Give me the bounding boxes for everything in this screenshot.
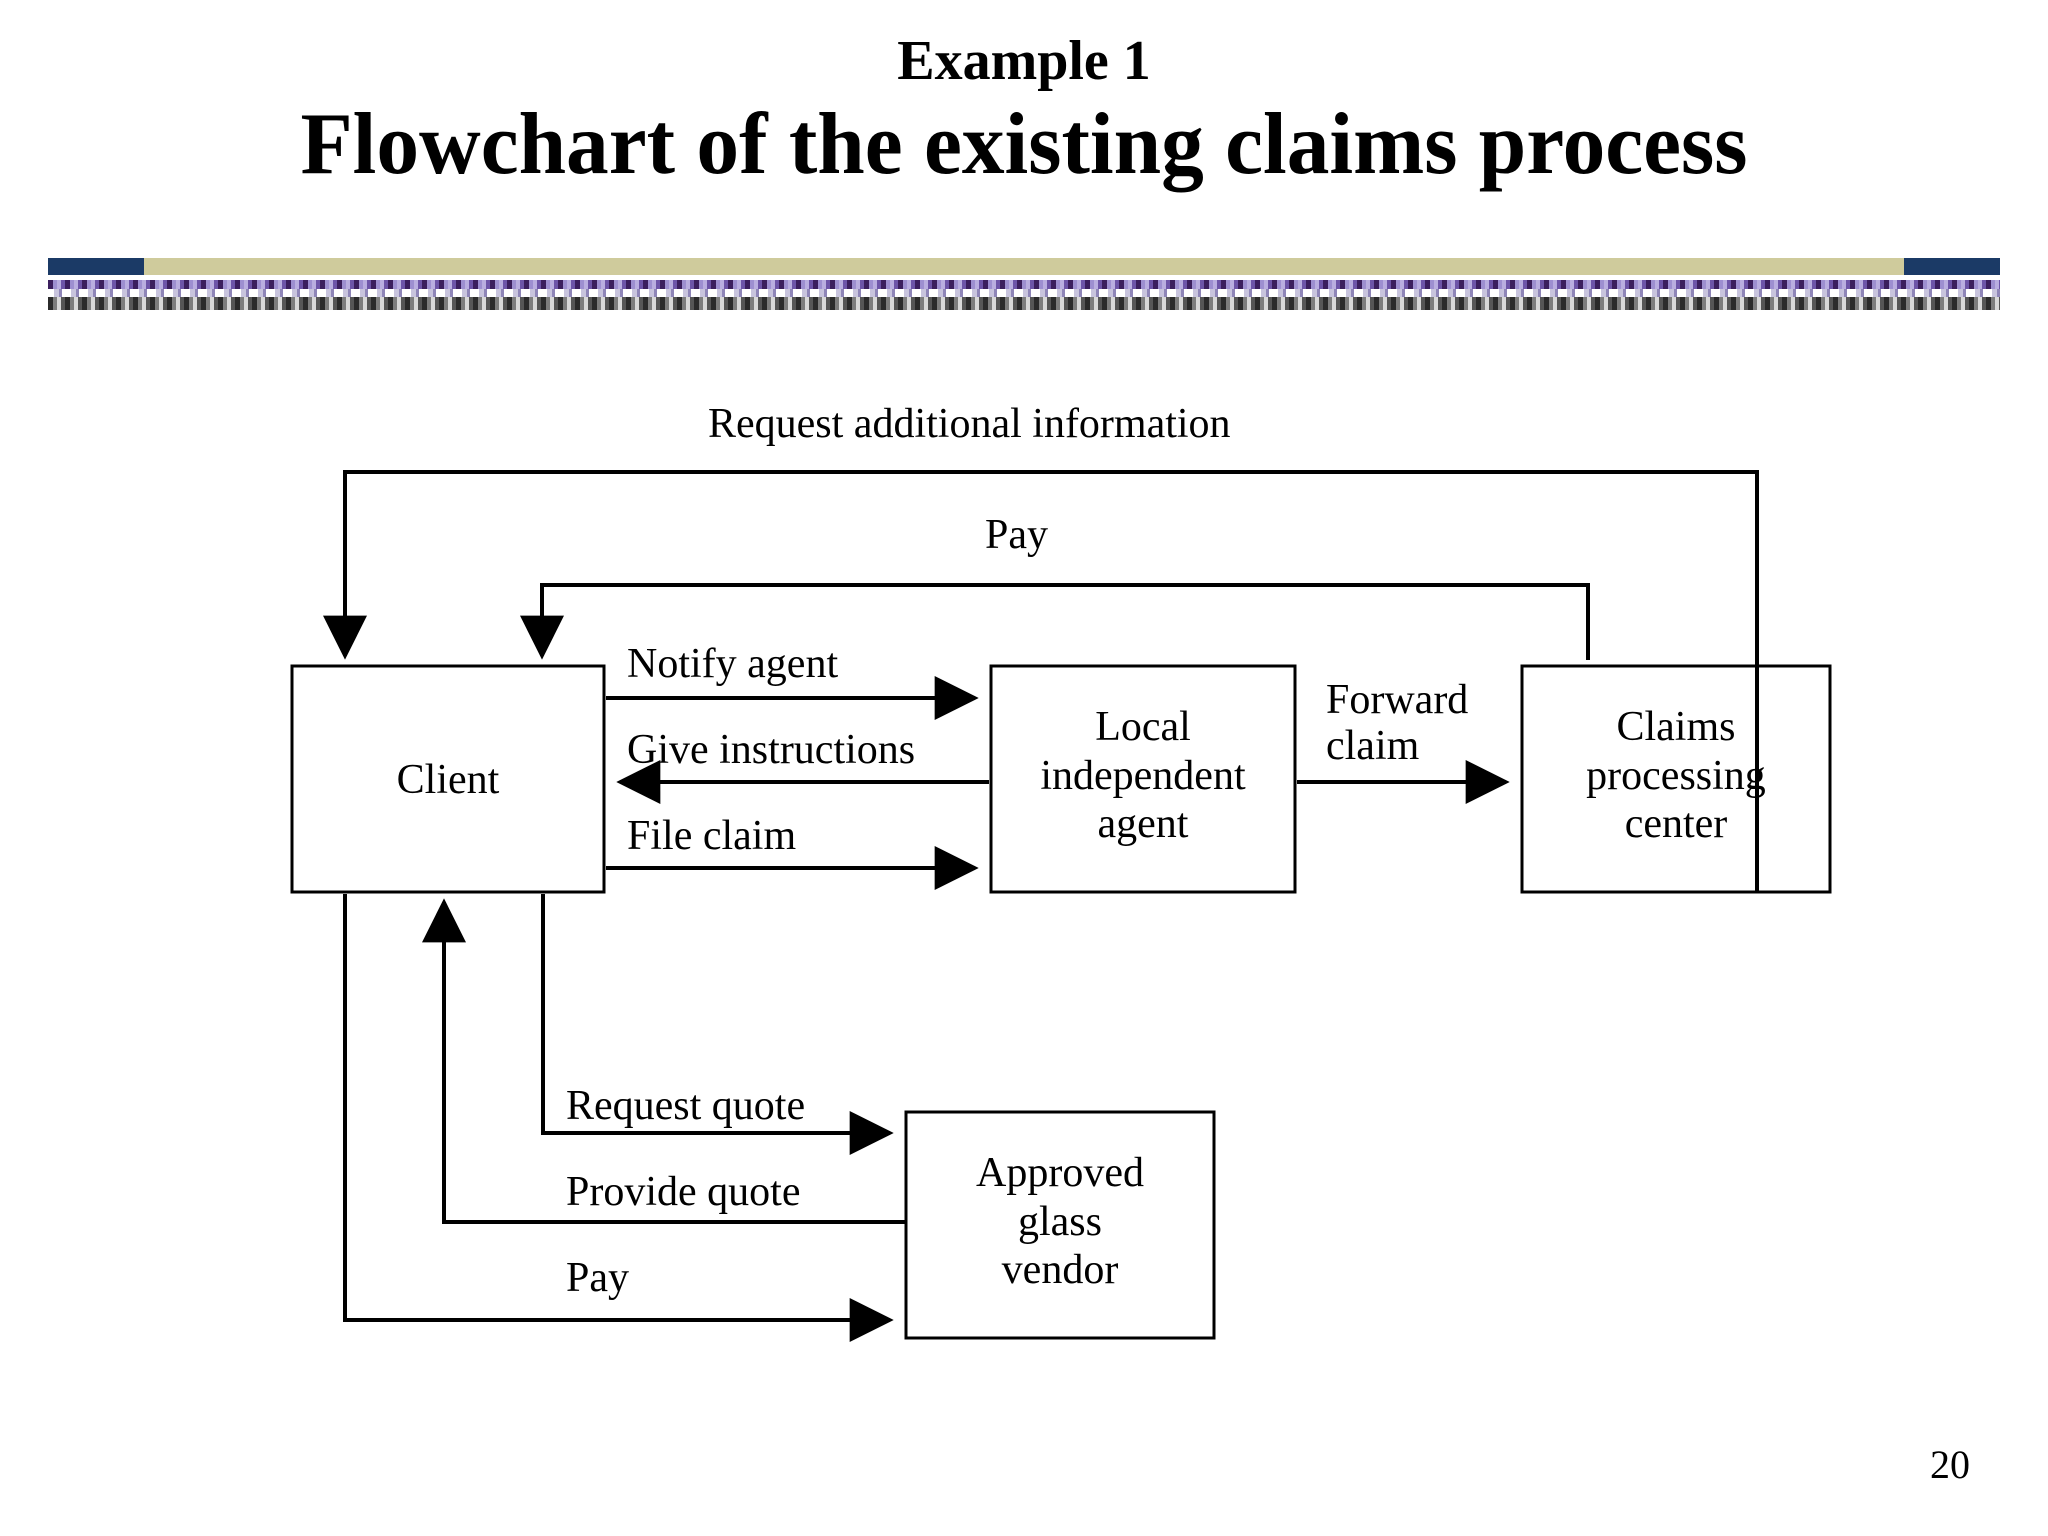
slide-main-title: Flowchart of the existing claims process [300,95,1748,193]
edge-label-file-claim: File claim [627,813,797,859]
divider-light-stripes [48,289,2000,297]
slide-title-block: Example 1 Flowchart of the existing clai… [0,0,2048,191]
divider-navy-cap-left [48,258,144,275]
divider-gray-stripes [48,297,2000,310]
edge-label-request-quote: Request quote [566,1083,806,1129]
edge-label-forward-claim-line2: claim [1326,723,1420,769]
edge-request-quote [541,894,894,1155]
edge-label-pay-bottom: Pay [566,1255,629,1301]
node-box-claims-processing-center[interactable] [1520,664,1832,894]
edge-pay-bottom [343,894,894,1342]
node-approved-glass-vendor[interactable] [906,1112,1214,1338]
node-box-approved-glass-vendor[interactable] [904,1110,1216,1340]
edge-provide-quote [422,898,906,1224]
edge-label-pay-top: Pay [985,512,1048,558]
node-claims-processing-center[interactable] [1522,666,1830,892]
node-box-client[interactable] [290,664,606,894]
edge-label-request-additional-information: Request additional information [708,401,1231,447]
edge-label-notify-agent: Notify agent [627,641,839,687]
divider-purple-stripes [48,280,2000,289]
page-number: 20 [1930,1442,1970,1487]
slide-eyebrow-title: Example 1 [897,30,1151,92]
node-local-independent-agent[interactable] [991,666,1295,892]
node-box-local-independent-agent[interactable] [989,664,1297,894]
edge-label-forward-claim-line1: Forward [1326,677,1469,723]
node-client[interactable] [292,666,604,892]
edge-pay-top [520,583,1590,660]
edge-label-provide-quote: Provide quote [566,1169,801,1215]
edge-request-additional-information [323,470,1759,892]
divider-navy-cap-right [1904,258,2000,275]
edge-label-give-instructions: Give instructions [627,727,916,773]
decorative-divider-bar [48,258,2000,310]
divider-khaki-band [48,258,2000,275]
